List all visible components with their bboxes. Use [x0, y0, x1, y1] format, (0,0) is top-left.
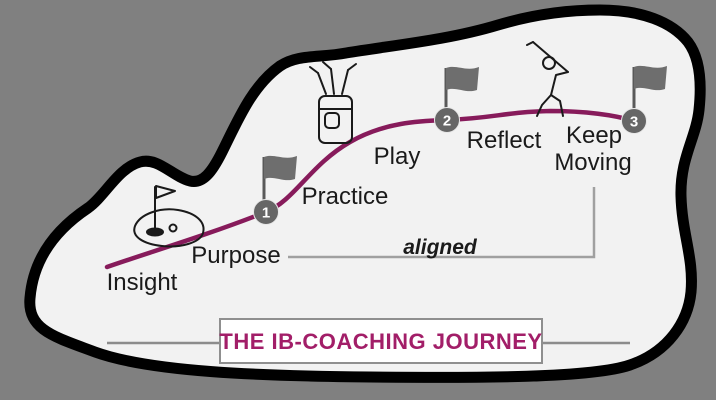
- stage-label-keep: Keep: [566, 122, 622, 149]
- golf-hole-flag-icon: [133, 185, 205, 248]
- stage-label-play: Play: [374, 143, 421, 170]
- stage-label-purpose: Purpose: [191, 242, 280, 269]
- stage-label-practice: Practice: [302, 183, 389, 210]
- golf-swing-icon: [526, 41, 569, 117]
- golf-bag-icon: [309, 61, 357, 144]
- title-text: THE IB-COACHING JOURNEY: [219, 329, 542, 354]
- stage-label-reflect: Reflect: [467, 127, 542, 154]
- stage-marker-3: 3: [621, 108, 647, 134]
- aligned-bracket-line: [288, 187, 596, 259]
- title-box: THE IB-COACHING JOURNEY: [219, 318, 543, 364]
- stage-marker-1: 1: [253, 199, 279, 225]
- marker-number-2: 2: [443, 113, 451, 130]
- island-blob: [24, 4, 706, 383]
- stage-label-moving: Moving: [554, 149, 631, 176]
- stage-marker-2: 2: [434, 107, 460, 133]
- aligned-annotation: aligned: [403, 236, 478, 259]
- journey-path: [104, 108, 637, 270]
- stage-label-insight: Insight: [107, 269, 178, 296]
- marker-number-3: 3: [630, 114, 638, 131]
- marker-number-1: 1: [262, 205, 270, 222]
